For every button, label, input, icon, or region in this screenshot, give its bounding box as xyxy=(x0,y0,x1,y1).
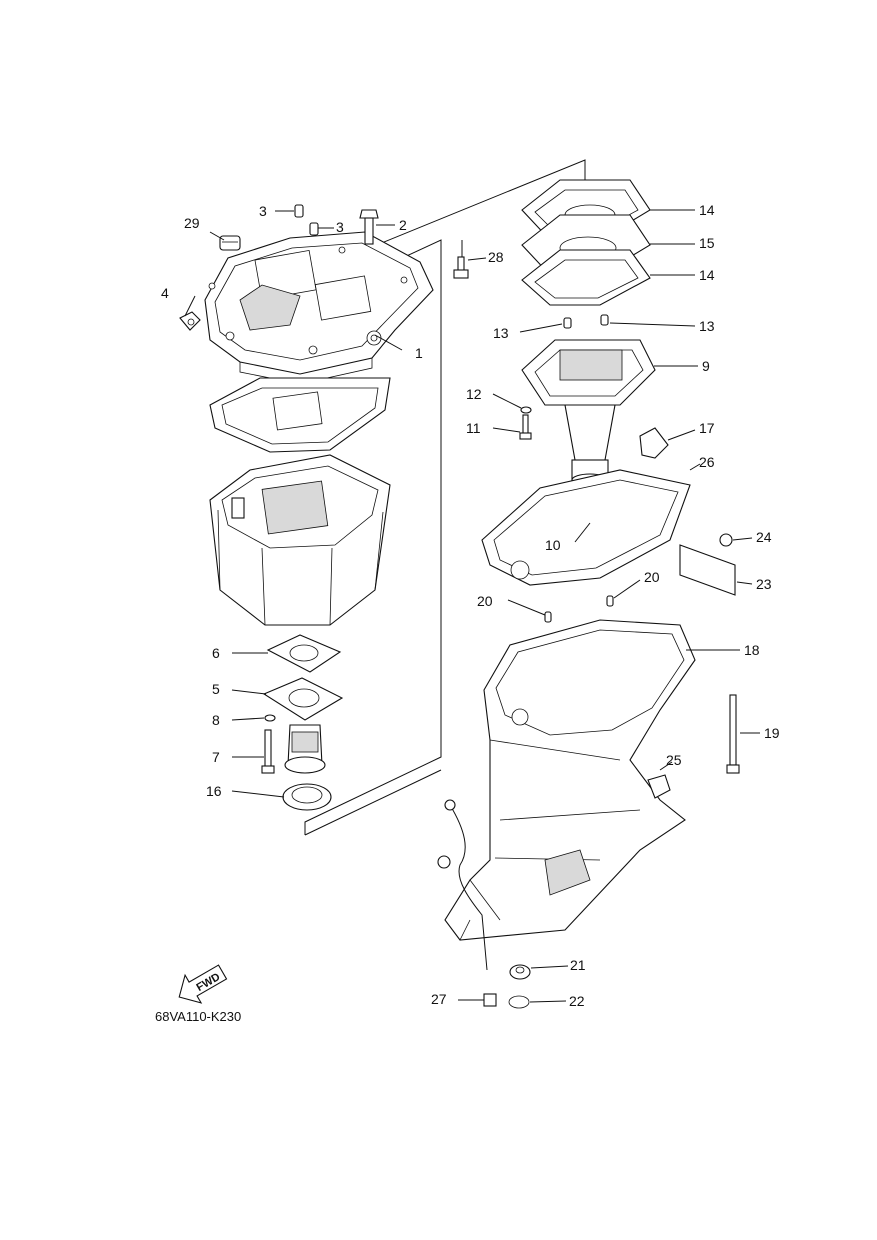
callout-14b: 14 xyxy=(699,267,715,283)
leader-lines xyxy=(184,209,760,1003)
upper-case-part-1 xyxy=(204,231,434,385)
plate-part-5 xyxy=(262,677,344,774)
callout-3b: 3 xyxy=(336,219,344,235)
dowel-pin-part-3a xyxy=(294,204,304,218)
circlip-part-22 xyxy=(508,995,530,1009)
pin-part-13a xyxy=(563,317,572,329)
callout-10: 10 xyxy=(545,537,561,553)
dowel-pin-part-3b xyxy=(309,222,319,236)
callout-27: 27 xyxy=(431,991,447,1007)
callout-28: 28 xyxy=(488,249,504,265)
washer-part-8 xyxy=(264,714,276,722)
callout-1: 1 xyxy=(415,345,423,361)
callout-8: 8 xyxy=(212,712,220,728)
pin-part-20a xyxy=(544,611,552,623)
washer-part-12 xyxy=(520,406,532,414)
callout-9: 9 xyxy=(702,358,710,374)
callout-numbers: 1 2 3 3 4 5 6 7 8 9 10 11 12 13 13 14 14… xyxy=(161,202,780,1009)
ground-lead-wire xyxy=(437,799,488,971)
callout-22: 22 xyxy=(569,993,585,1009)
bolt-part-27 xyxy=(483,993,497,1007)
callout-14a: 14 xyxy=(699,202,715,218)
callout-6: 6 xyxy=(212,645,220,661)
bolt-part-2 xyxy=(359,209,379,245)
callout-26: 26 xyxy=(699,454,715,470)
oil-seal-part-16 xyxy=(282,783,332,811)
callout-5: 5 xyxy=(212,681,220,697)
callout-29: 29 xyxy=(184,215,200,231)
upper-casing-part-18 xyxy=(444,619,696,941)
callout-4: 4 xyxy=(161,285,169,301)
oil-pan xyxy=(209,454,391,626)
plate-part-23 xyxy=(679,544,736,596)
callout-2: 2 xyxy=(399,217,407,233)
callout-20a: 20 xyxy=(477,593,493,609)
callout-12: 12 xyxy=(466,386,482,402)
exhaust-guide-part-9 xyxy=(521,339,656,487)
callout-15: 15 xyxy=(699,235,715,251)
gasket-part-14b xyxy=(521,249,651,306)
callout-11: 11 xyxy=(466,420,481,436)
callout-19: 19 xyxy=(764,725,780,741)
callout-16: 16 xyxy=(206,783,222,799)
callout-21: 21 xyxy=(570,957,586,973)
fwd-label: FWD xyxy=(195,971,223,994)
pin-part-13b xyxy=(600,314,609,326)
damper-part-17 xyxy=(639,427,669,459)
bolt-part-28 xyxy=(453,256,469,279)
fwd-arrow-icon: FWD xyxy=(178,964,228,1004)
callout-24: 24 xyxy=(756,529,772,545)
upper-gasket xyxy=(209,377,391,453)
bolt-part-24 xyxy=(719,533,733,547)
diagram-code: 68VA110-K230 xyxy=(155,1009,241,1024)
grommet-part-4 xyxy=(179,311,201,331)
bolt-part-7 xyxy=(261,729,275,774)
callout-3a: 3 xyxy=(259,203,267,219)
callout-7: 7 xyxy=(212,749,220,765)
pin-part-20b xyxy=(606,595,614,607)
callout-17: 17 xyxy=(699,420,715,436)
gasket-part-6 xyxy=(266,634,342,673)
callout-25: 25 xyxy=(666,752,682,768)
callout-13a: 13 xyxy=(493,325,509,341)
callout-13b: 13 xyxy=(699,318,715,334)
grommet-part-25 xyxy=(647,774,671,799)
stud-bolt-part-19 xyxy=(726,694,740,774)
callout-20b: 20 xyxy=(644,569,660,585)
callout-18: 18 xyxy=(744,642,760,658)
callout-23: 23 xyxy=(756,576,772,592)
bolt-part-11 xyxy=(519,414,532,440)
nut-part-21 xyxy=(509,964,531,980)
plug-part-29 xyxy=(219,235,241,251)
